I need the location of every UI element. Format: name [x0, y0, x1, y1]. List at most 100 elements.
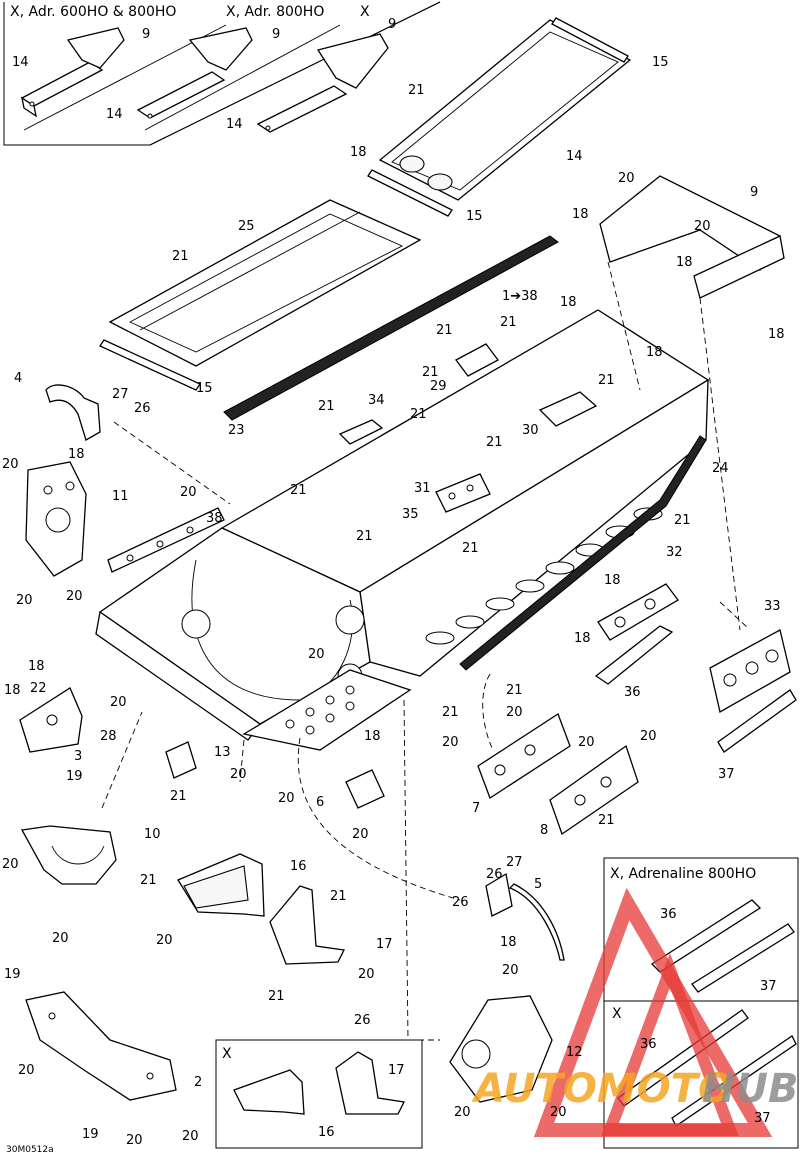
callout-28-88: 28	[100, 729, 117, 744]
callout-20-65: 20	[126, 1133, 143, 1148]
callout-27-79: 27	[112, 387, 129, 402]
callout-21-30: 21	[268, 989, 285, 1004]
callout-9-0: 9	[142, 27, 150, 42]
callout-18-40: 18	[4, 683, 21, 698]
callout-20-63: 20	[502, 963, 519, 978]
callout-9-2: 9	[388, 17, 396, 32]
callout-8-94: 8	[540, 823, 548, 838]
callout-12-103: 12	[566, 1045, 583, 1060]
callout-21-21: 21	[356, 529, 373, 544]
callout-34-75: 34	[368, 393, 385, 408]
callout-15-9: 15	[466, 209, 483, 224]
callout-4-78: 4	[14, 371, 22, 386]
part-36-right	[594, 625, 674, 685]
callout-21-15: 21	[422, 365, 439, 380]
callout-19-90: 19	[66, 769, 83, 784]
inset-frame-adrenaline	[603, 857, 799, 1149]
callout-17-97: 17	[376, 937, 393, 952]
part-38-bar	[107, 507, 225, 573]
callout-35-74: 35	[402, 507, 419, 522]
part-footplate	[242, 669, 412, 751]
callout-21-28: 21	[140, 873, 157, 888]
callout-15-10: 15	[196, 381, 213, 396]
callout-20-52: 20	[2, 857, 19, 872]
callout-20-59: 20	[578, 735, 595, 750]
callout-21-13: 21	[436, 323, 453, 338]
part-15-strip-top	[367, 17, 629, 217]
callout-25-44: 25	[238, 219, 255, 234]
callout-20-51: 20	[308, 647, 325, 662]
part-31	[435, 473, 491, 513]
callout-20-47: 20	[2, 457, 19, 472]
callout-138-70: 1➔38	[502, 289, 538, 304]
callout-21-19: 21	[486, 435, 503, 450]
part-8	[549, 744, 639, 836]
part-15-strip-left	[99, 339, 201, 391]
callout-21-18: 21	[410, 407, 427, 422]
callout-32-83: 32	[666, 545, 683, 560]
part-11-plate	[25, 461, 87, 577]
callout-21-16: 21	[598, 373, 615, 388]
part-9-14-variant-b	[136, 27, 253, 119]
callout-14-6: 14	[226, 117, 243, 132]
callout-20-67: 20	[454, 1105, 471, 1120]
callout-27-99: 27	[506, 855, 523, 870]
callout-21-14: 21	[500, 315, 517, 330]
inset-title-x: X	[360, 4, 370, 20]
part-6	[345, 769, 385, 809]
callout-20-64: 20	[18, 1063, 35, 1078]
callout-20-53: 20	[52, 931, 69, 946]
part-33	[709, 629, 791, 713]
part-24-rail	[459, 435, 707, 671]
callout-23-76: 23	[228, 423, 245, 438]
callout-20-62: 20	[358, 967, 375, 982]
callout-18-43: 18	[768, 327, 785, 342]
inset-title-adrenaline-x: X	[612, 1006, 622, 1022]
callout-20-69: 20	[180, 485, 197, 500]
callout-5-100: 5	[534, 877, 542, 892]
callout-6-92: 6	[316, 795, 324, 810]
part-9-14-variant-c	[256, 33, 389, 133]
watermark-logo	[533, 887, 773, 1137]
part-37-right	[717, 689, 797, 753]
part-12	[449, 995, 553, 1103]
callout-21-22: 21	[462, 541, 479, 556]
inset-title-800ho: X, Adr. 800HO	[226, 4, 324, 20]
part-23-rail	[223, 235, 559, 421]
part-14-pan	[378, 19, 632, 201]
callout-11-81: 11	[112, 489, 129, 504]
watermark-brand-left: AUTOMOTO	[471, 1066, 732, 1112]
inset-title-600ho-800ho: X, Adr. 600HO & 800HO	[10, 4, 176, 20]
callout-21-29: 21	[330, 889, 347, 904]
callout-18-31: 18	[350, 145, 367, 160]
part-17-variant	[335, 1051, 405, 1115]
callout-20-45: 20	[618, 171, 635, 186]
callout-20-56: 20	[352, 827, 369, 842]
callout-21-24: 21	[170, 789, 187, 804]
inset-title-bottom-x: X	[222, 1046, 232, 1062]
callout-15-8: 15	[652, 55, 669, 70]
callout-14-4: 14	[12, 55, 29, 70]
callout-10-95: 10	[144, 827, 161, 842]
callout-36-85: 36	[624, 685, 641, 700]
callout-16-96: 16	[290, 859, 307, 874]
callout-14-7: 14	[566, 149, 583, 164]
callout-20-55: 20	[278, 791, 295, 806]
callout-9-1: 9	[272, 27, 280, 42]
part-7	[477, 713, 571, 799]
part-16	[177, 853, 265, 917]
callout-18-34: 18	[560, 295, 577, 310]
callout-18-38: 18	[574, 631, 591, 646]
callout-37-86: 37	[718, 767, 735, 782]
part-25-tray	[108, 199, 422, 367]
inset-frame-top	[3, 1, 441, 146]
callout-20-46: 20	[694, 219, 711, 234]
callout-20-68: 20	[550, 1105, 567, 1120]
callout-18-36: 18	[68, 447, 85, 462]
callout-29-71: 29	[430, 379, 447, 394]
callout-7-93: 7	[472, 801, 480, 816]
callout-18-35: 18	[646, 345, 663, 360]
